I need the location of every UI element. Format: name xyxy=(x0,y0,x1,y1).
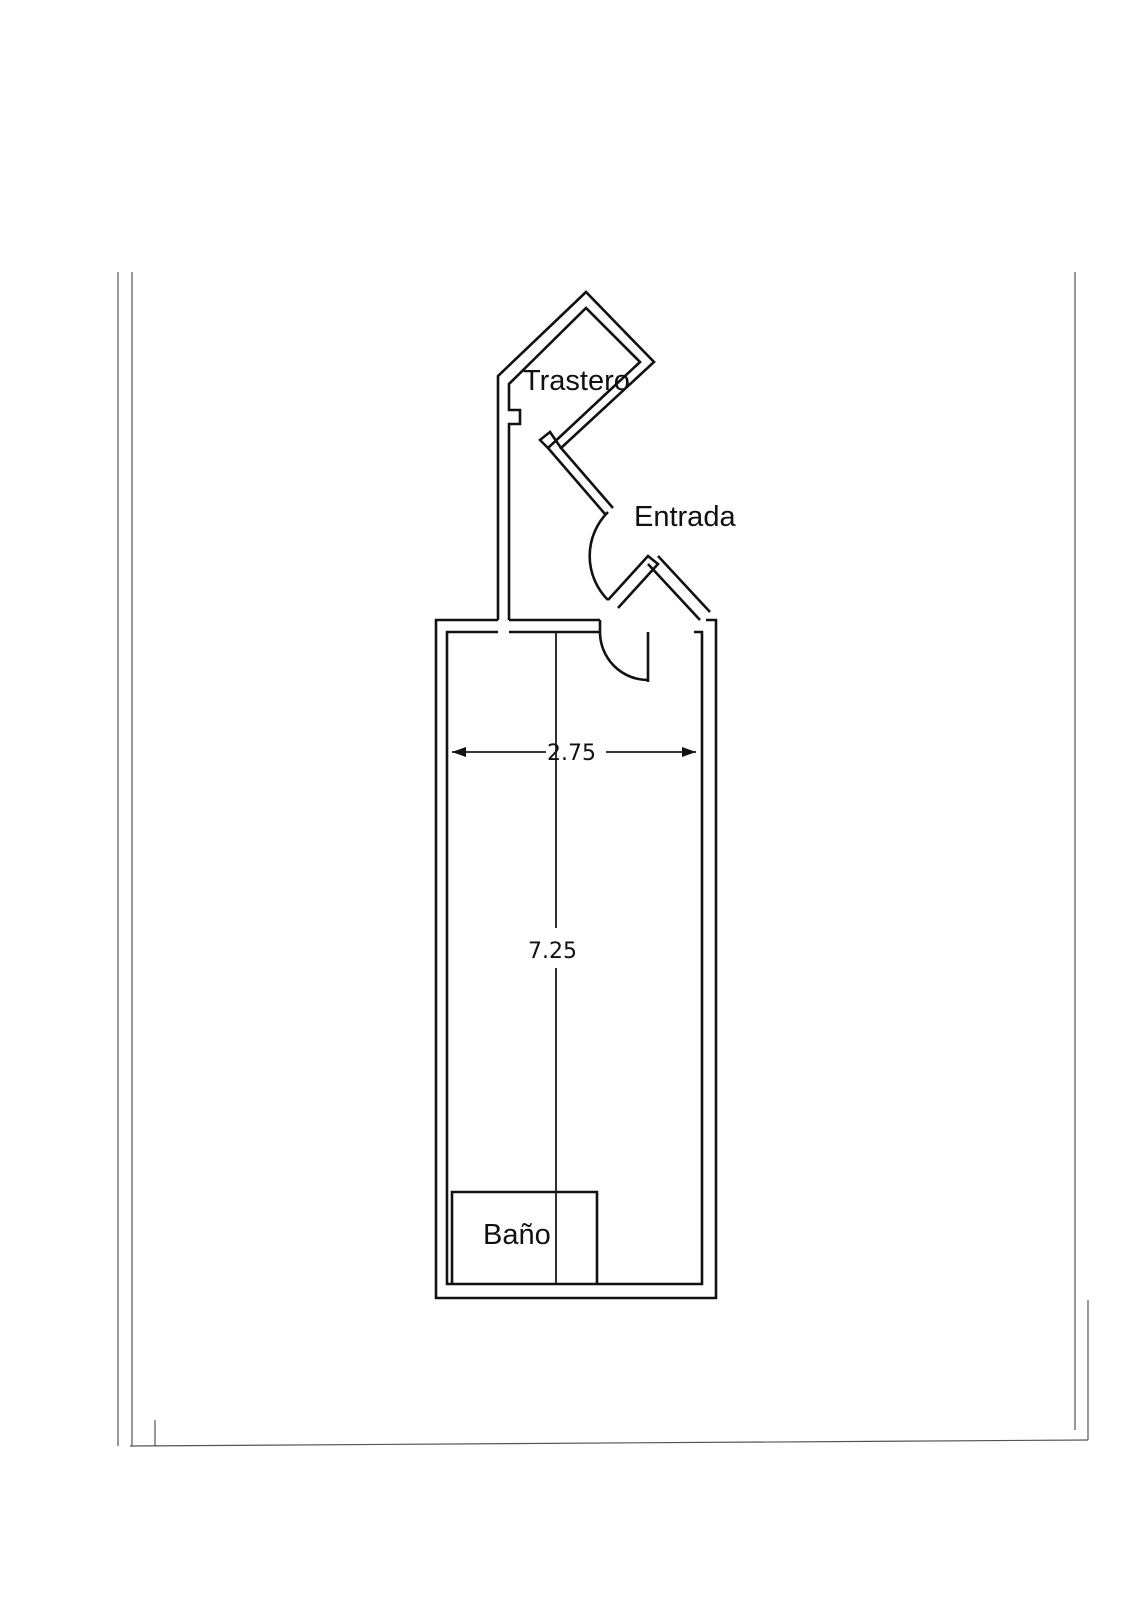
length-dimension-label: 7.25 xyxy=(528,939,577,964)
entrance-label: Entrada xyxy=(634,501,736,533)
dimension-lines xyxy=(452,632,696,1284)
entrance-door xyxy=(588,511,711,682)
sheet-frame xyxy=(117,272,1089,1447)
width-dimension-label: 2.75 xyxy=(547,741,596,766)
bathroom-label: Baño xyxy=(483,1219,551,1251)
bathroom-walls xyxy=(450,1190,599,1284)
storage-label: Trastero xyxy=(523,365,630,397)
storage-corridor-walls xyxy=(496,290,656,620)
main-room-walls xyxy=(434,618,718,1300)
